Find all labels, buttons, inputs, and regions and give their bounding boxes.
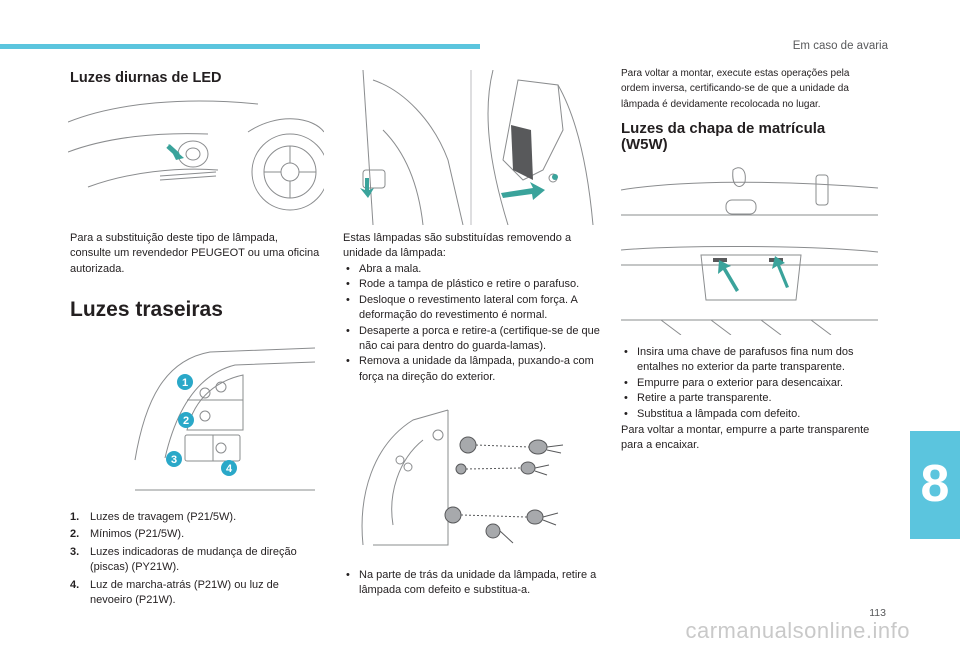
bulb-list-item: 3.Luzes indicadoras de mudança de direçã… [70,545,297,574]
trunk-illustration [343,70,598,225]
rear-lights-heading: Luzes traseiras [70,298,223,321]
rear-steps: Abra a mala. Rode a tampa de plástico e … [343,262,601,385]
callout-2: 2 [183,415,189,427]
bulb-list-item: 4.Luz de marcha-atrás (P21W) ou luz de n… [70,578,279,607]
rear-final-step: Na parte de trás da unidade da lâmpada, … [343,568,601,599]
rear-step: Remova a unidade da lâmpada, puxando-a c… [343,354,601,385]
callout-3: 3 [171,454,177,466]
rear-step: Desloque o revestimento lateral com forç… [343,293,601,324]
license-plate-illustration [621,160,878,335]
drl-heading: Luzes diurnas de LED [70,70,222,86]
plate-step: Empurre para o exterior para desencaixar… [621,376,879,392]
rear-step: Abra a mala. [343,262,601,278]
bulb-list-item: 2.Mínimos (P21/5W). [70,528,185,541]
top-accent-bar [0,44,480,49]
callout-4: 4 [226,463,233,475]
callout-1: 1 [182,377,188,389]
plate-step: Substitua a lâmpada com defeito. [621,407,879,423]
drl-illustration [68,92,324,212]
section-title: Em caso de avaria [792,40,888,52]
plate-steps: Insira uma chave de parafusos fina num d… [621,345,879,422]
watermark: carmanualsonline.info [685,618,910,643]
plate-heading-line1: Luzes da chapa de matrícula [621,120,826,137]
bulb-list: 1.Luzes de travagem (P21/5W). 2.Mínimos … [70,510,322,610]
rear-step: Desaperte a porca e retire-a (certifique… [343,324,601,355]
reassembly-text: Para voltar a montar, execute estas oper… [621,68,850,110]
rear-step: Na parte de trás da unidade da lâmpada, … [343,568,601,599]
plate-lights-heading: Luzes da chapa de matrícula (W5W) [621,121,825,153]
rear-intro: Estas lâmpadas são substituídas removend… [343,232,572,260]
rear-step: Rode a tampa de plástico e retire o para… [343,277,601,293]
bulb-list-item: 1.Luzes de travagem (P21/5W). [70,511,237,523]
lamp-unit-illustration [353,405,588,555]
plate-closing: Para voltar a montar, empurre a parte tr… [621,424,870,452]
plate-heading-line2: (W5W) [621,136,668,153]
plate-step: Insira uma chave de parafusos fina num d… [621,345,879,376]
page-number: 113 [869,607,886,619]
chapter-tab [910,431,960,539]
drl-text: Para a substituição deste tipo de lâmpad… [70,232,320,275]
plate-step: Retire a parte transparente. [621,391,879,407]
rear-lamp-illustration: 1 2 3 4 [125,340,325,498]
chapter-number: 8 [920,455,950,513]
